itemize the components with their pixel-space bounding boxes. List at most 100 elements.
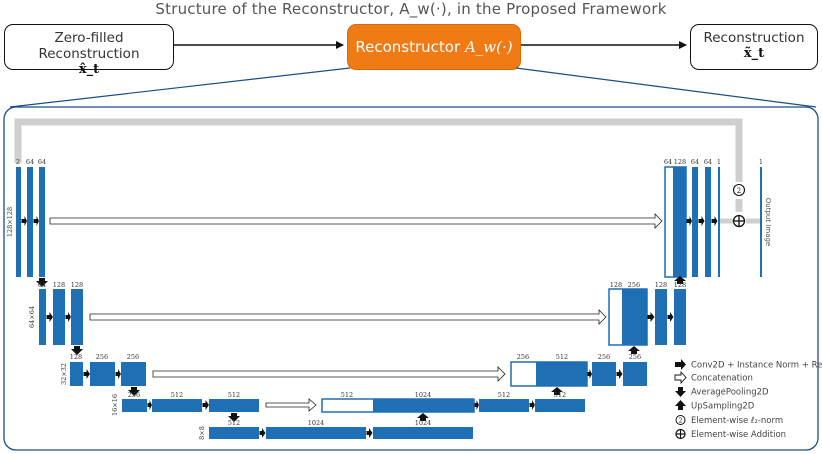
conv-arrow (33, 216, 39, 226)
up-arrow-3 (551, 387, 563, 395)
concat-arrow-icon (674, 370, 687, 385)
ch-d1b: 64 (704, 158, 712, 166)
ch-e1a: 64 (26, 158, 34, 166)
conv-arrow (65, 312, 71, 322)
up-arrow-icon (675, 400, 686, 410)
size-level4: 16×16 (111, 394, 119, 416)
ch-b-pool: 512 (228, 419, 240, 427)
legend-label-concat: Concatenation (691, 374, 753, 384)
block-e1a (27, 167, 33, 277)
legend-label-pool: AveragePooling2D (691, 388, 769, 398)
ch-out: 1 (759, 158, 763, 166)
legend-label-up: UpSampling2D (691, 402, 755, 412)
block-e3-pool (70, 362, 83, 386)
ch-d3-up: 512 (556, 353, 568, 361)
conv-arrow (474, 400, 479, 410)
level2-encoder: 64 128 128 64×64 (28, 281, 83, 345)
conv-arrow (667, 312, 674, 322)
conv-arrow (115, 369, 121, 379)
ch-b-up: 1024 (415, 419, 432, 427)
conv-arrow-icon (675, 359, 686, 370)
pool-arrow-4 (228, 413, 240, 422)
reconstructor-label: Reconstructor (355, 38, 461, 56)
block-d1c (718, 167, 720, 277)
conv-arrow (686, 216, 692, 226)
conv-arrow (587, 369, 592, 379)
ch-d4a: 512 (498, 391, 510, 399)
block-e4a (152, 399, 202, 412)
ch-d1-up: 128 (674, 158, 686, 166)
block-d3a (592, 362, 616, 386)
ch-e3-pool: 128 (70, 353, 82, 361)
level4-decoder: 512 1024 512 512 (321, 391, 585, 413)
ch-d2a: 128 (655, 281, 667, 289)
ch-d4b-up: 512 (554, 391, 566, 399)
reconstructor-box: Reconstructor A_w(·) (347, 24, 521, 70)
block-e3b (121, 362, 146, 386)
legend-label-add: Element-wise Addition (691, 430, 786, 440)
level2-decoder: 128 256 128 128 (608, 281, 686, 346)
conv-arrow (698, 216, 705, 226)
conv-arrow (46, 312, 53, 322)
reconstructor-symbol: A_w(·) (464, 38, 513, 56)
block-d4b (535, 399, 585, 412)
block-d4-up (373, 399, 474, 412)
bottleneck: 512 1024 1024 8×8 (198, 419, 473, 440)
output-label: Reconstruction (703, 30, 805, 46)
residual-skip-line (14, 118, 743, 182)
ch-d3a: 256 (598, 353, 610, 361)
block-b1 (266, 427, 366, 439)
block-e1b (39, 167, 45, 277)
svg-text:2: 2 (679, 418, 683, 425)
svg-text:2: 2 (737, 187, 741, 195)
l2norm-legend-icon: 2 (675, 415, 686, 425)
block-e2a (53, 289, 65, 345)
ch-in: 2 (16, 158, 20, 166)
block-d3-up (536, 362, 587, 386)
block-e3a (90, 362, 115, 386)
ch-d1-skip: 64 (664, 158, 672, 166)
input-label: Zero-filled Reconstruction (38, 30, 140, 62)
ch-d2-skip: 128 (610, 281, 622, 289)
block-e2b (71, 289, 83, 345)
ch-e2b: 128 (71, 281, 83, 289)
zoom-line-right (515, 67, 817, 108)
block-b-up (373, 427, 473, 439)
conv-arrow (366, 428, 373, 438)
ch-e4-pool: 256 (128, 391, 140, 399)
block-d4a (479, 399, 529, 412)
ch-e3b: 256 (127, 353, 139, 361)
figure-title: Structure of the Reconstructor, A_w(·), … (155, 0, 667, 18)
ch-d4-skip: 512 (341, 391, 353, 399)
input-box: Zero-filled Reconstruction x̂_t (4, 24, 174, 77)
size-level3: 32×32 (60, 363, 68, 385)
ch-e3a: 256 (96, 353, 108, 361)
conv-arrow (83, 369, 90, 379)
output-box: Reconstruction x̃_t (690, 24, 818, 70)
conv-arrow (202, 400, 209, 410)
block-d1-up (673, 167, 686, 277)
ch-e4b: 512 (228, 391, 240, 399)
size-level1: 128×128 (6, 207, 14, 237)
level4-encoder: 256 512 512 16×16 (111, 391, 259, 416)
block-input (16, 167, 21, 277)
ch-d1c: 1 (717, 158, 721, 166)
block-d2b (674, 289, 686, 345)
conv-arrow (147, 400, 152, 410)
ch-b1: 1024 (308, 419, 325, 427)
ch-d2b-up: 128 (674, 281, 686, 289)
block-d3b (623, 362, 647, 386)
concat-arrow-l3 (152, 366, 506, 382)
conv-arrow (21, 216, 27, 226)
pool-arrow-3 (128, 387, 140, 396)
concat-arrow-l1 (49, 213, 663, 229)
legend-label-conv: Conv2D + Instance Norm + ReLU (691, 361, 822, 371)
pool-arrow-2 (71, 346, 83, 355)
legend-label-l2: Element-wise ℓ₂-norm (691, 416, 783, 426)
block-out (760, 167, 762, 277)
block-e4b (209, 399, 259, 412)
concat-arrow-l4 (265, 398, 317, 412)
ch-d2-up: 256 (628, 281, 640, 289)
ch-e2-pool: 64 (38, 281, 46, 289)
